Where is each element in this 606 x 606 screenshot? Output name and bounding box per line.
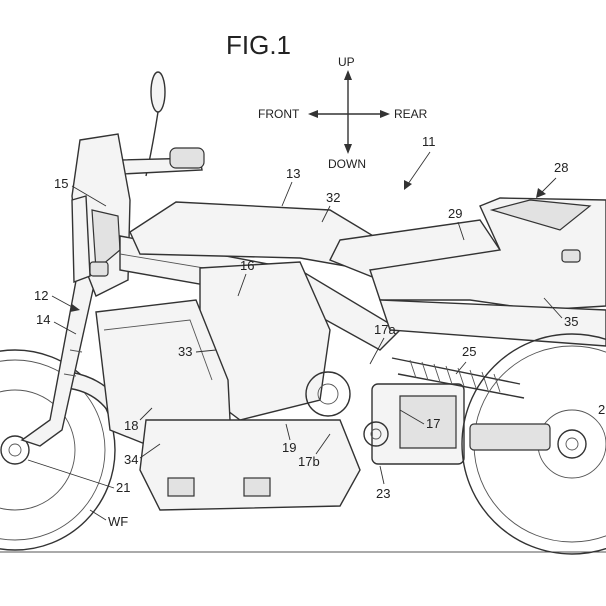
ref-18: 18: [124, 418, 138, 433]
ref-16: 16: [240, 258, 254, 273]
battery-case: [139, 419, 361, 511]
ref-21: 21: [116, 480, 130, 495]
direction-indicator: UP DOWN FRONT REAR: [258, 55, 428, 171]
ref-17a: 17a: [374, 322, 396, 337]
handlebar: [119, 147, 205, 175]
ref-wf: WF: [108, 514, 128, 529]
ref-32: 32: [326, 190, 340, 205]
front-wheel: [0, 349, 116, 551]
ref-34: 34: [124, 452, 138, 467]
ref-28: 28: [554, 160, 568, 175]
rear-shock: [391, 357, 525, 399]
ref-17: 17: [426, 416, 440, 431]
ref-33: 33: [178, 344, 192, 359]
motor-unit: [363, 383, 465, 465]
ref-15: 15: [54, 176, 68, 191]
direction-up: UP: [338, 55, 355, 69]
rear-cowl: [369, 197, 606, 311]
ref-13: 13: [286, 166, 300, 181]
ref-29: 29: [448, 206, 462, 221]
reference-labels: 11 12 13 14 15 16 17 17a 17b 18 19 21 23…: [27, 134, 605, 529]
ref-19: 19: [282, 440, 296, 455]
direction-down: DOWN: [328, 157, 366, 171]
ref-14: 14: [36, 312, 50, 327]
ref-25: 25: [462, 344, 476, 359]
direction-rear: REAR: [394, 107, 428, 121]
rear-frame-panel: [379, 299, 606, 347]
headlight: [71, 195, 91, 284]
ref-23: 23: [376, 486, 390, 501]
rear-axle-drive: [469, 423, 551, 451]
swingarm-pivot: [305, 371, 351, 417]
ref-11: 11: [422, 134, 436, 149]
ref-17b: 17b: [298, 454, 320, 469]
ref-12: 12: [34, 288, 48, 303]
figure-title: FIG.1: [226, 30, 291, 60]
ref-2: 2: [598, 402, 605, 417]
ref-35: 35: [564, 314, 578, 329]
direction-front: FRONT: [258, 107, 300, 121]
